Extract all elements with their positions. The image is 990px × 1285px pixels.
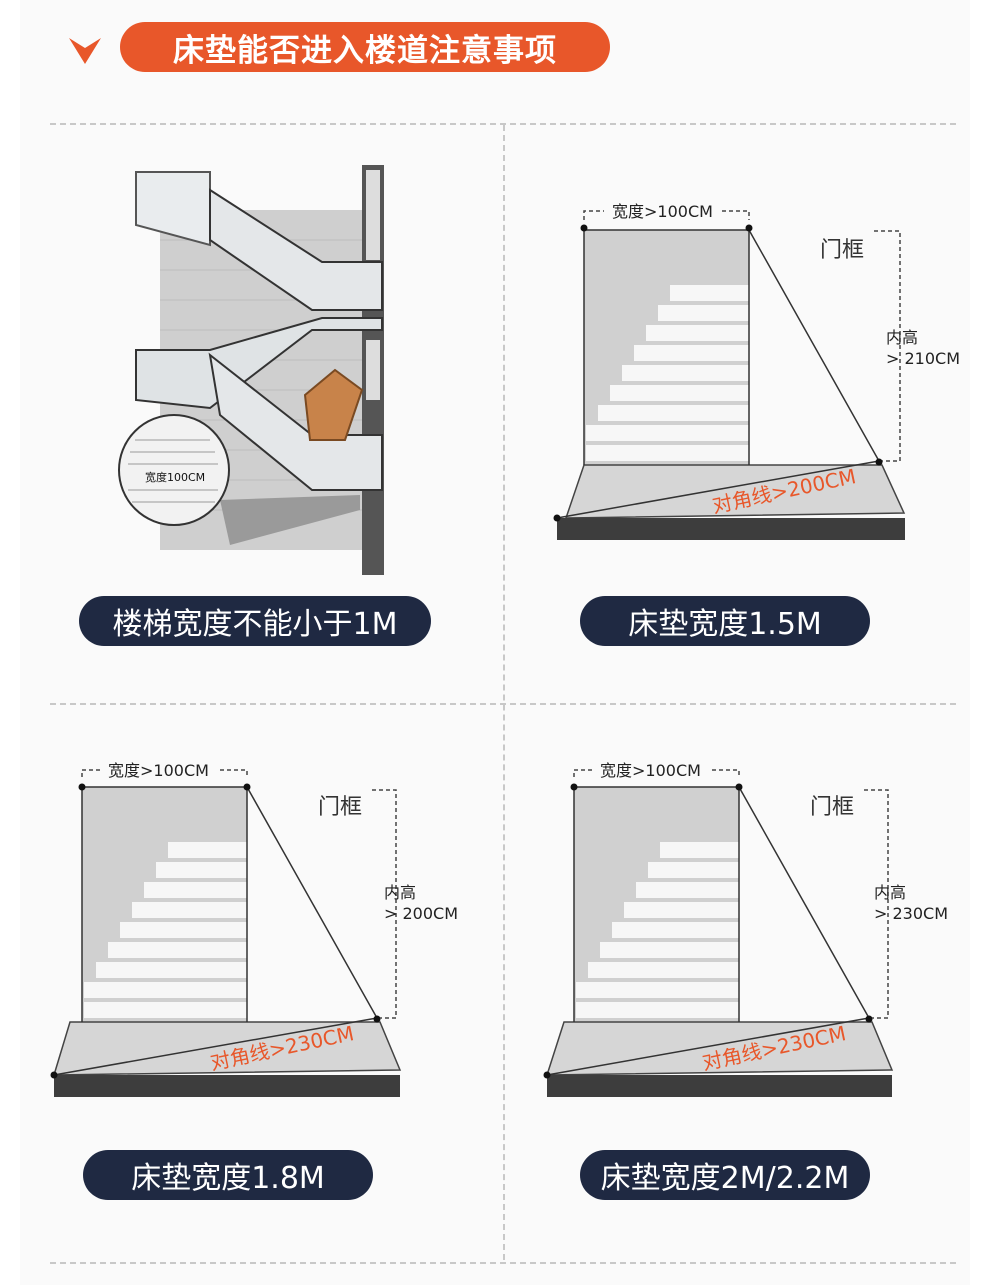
page-title: 床垫能否进入楼道注意事项 xyxy=(120,22,610,72)
doorway-diagram-2: 宽度>100CM 门框 内高 > 200CM 对角线>230CM xyxy=(50,761,458,1097)
height-label-value: > 230CM xyxy=(874,904,948,923)
panel-mattress-2-2: 宽度>100CM 门框 内高 > 230CM 对角线>230CM xyxy=(542,752,962,1112)
divider-vertical xyxy=(503,125,505,1260)
chevron-down-icon xyxy=(69,38,101,64)
door-frame-label: 门框 xyxy=(318,795,362,820)
caption-mattress-1-5-text: 床垫宽度1.5M xyxy=(628,607,822,642)
caption-mattress-2-2: 床垫宽度2M/2.2M xyxy=(580,1150,870,1200)
height-label-title: 内高 xyxy=(384,883,416,902)
panel-mattress-1-5: 宽度>100CM 门框 内高 > 210CM 对角线>200CM xyxy=(552,195,972,555)
stair-width-label: 宽度100CM xyxy=(145,470,205,484)
height-label-title: 内高 xyxy=(874,883,906,902)
panel-mattress-1-8: 宽度>100CM 门框 内高 > 200CM 对角线>230CM xyxy=(50,752,470,1112)
staircase-illustration: 宽度100CM xyxy=(118,165,384,575)
height-label-value: > 200CM xyxy=(384,904,458,923)
door-frame-label: 门框 xyxy=(820,238,864,263)
width-label: 宽度>100CM xyxy=(612,202,713,221)
width-label: 宽度>100CM xyxy=(108,761,209,780)
caption-mattress-1-8-text: 床垫宽度1.8M xyxy=(131,1161,325,1196)
door-frame-label: 门框 xyxy=(810,795,854,820)
caption-staircase: 楼梯宽度不能小于1M xyxy=(79,596,431,646)
caption-mattress-1-5: 床垫宽度1.5M xyxy=(580,596,870,646)
doorway-diagram-3: 宽度>100CM 门框 内高 > 230CM 对角线>230CM xyxy=(543,761,948,1097)
width-label: 宽度>100CM xyxy=(600,761,701,780)
divider-bottom xyxy=(50,1262,956,1264)
header: 床垫能否进入楼道注意事项 xyxy=(0,0,990,110)
panel-staircase: 宽度100CM xyxy=(100,150,400,580)
doorway-diagram-1: 宽度>100CM 门框 内高 > 210CM 对角线>200CM xyxy=(553,202,960,540)
height-label-value: > 210CM xyxy=(886,349,960,368)
caption-mattress-2-2-text: 床垫宽度2M/2.2M xyxy=(600,1161,850,1196)
caption-staircase-text: 楼梯宽度不能小于1M xyxy=(112,607,398,642)
height-label-title: 内高 xyxy=(886,328,918,347)
divider-top xyxy=(50,123,956,125)
caption-mattress-1-8: 床垫宽度1.8M xyxy=(83,1150,373,1200)
